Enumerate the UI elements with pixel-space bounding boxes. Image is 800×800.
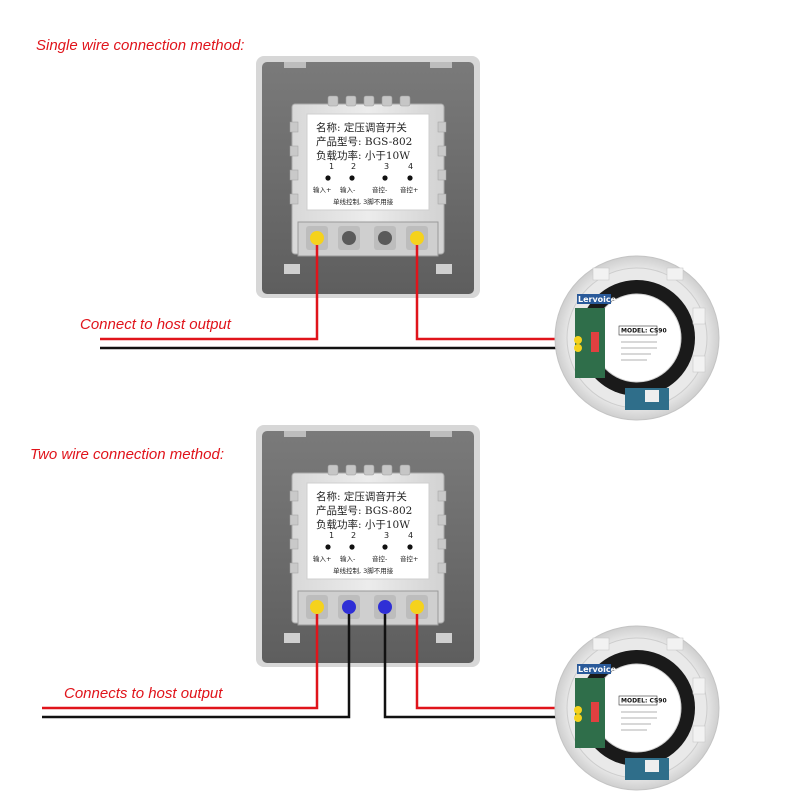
pin-label: 音控- — [372, 554, 388, 563]
red-wire-output — [415, 245, 578, 341]
red-wire-output — [415, 614, 578, 710]
terminal-2 — [342, 600, 356, 614]
speaker-brand: Lervoice — [578, 295, 617, 304]
pin-label: 音控+ — [400, 185, 418, 194]
terminal-3 — [378, 231, 392, 245]
terminals — [306, 595, 428, 619]
label-power-line: 负载功率: 小于10W — [316, 518, 410, 531]
ceiling-speaker-2: MODEL: CS90 Lervoice — [554, 625, 720, 791]
section-1-wires — [100, 245, 578, 350]
pin-number: 3 — [384, 162, 389, 171]
black-wire-output — [383, 614, 578, 719]
speaker-terminal — [574, 714, 582, 722]
pin-label: 输入- — [340, 554, 356, 563]
terminal-1 — [310, 231, 324, 245]
label-model-line: 产品型号: BGS-802 — [316, 504, 412, 517]
pin-label: 音控- — [372, 185, 388, 194]
label-note: 单线控制, 3脚不用接 — [333, 566, 394, 575]
pin-number: 1 — [329, 162, 334, 171]
switch-label — [306, 113, 430, 211]
speaker-cone-label — [592, 663, 682, 753]
volume-switch-2: 名称: 定压调音开关 产品型号: BGS-802 负载功率: 小于10W 1 2… — [256, 425, 480, 667]
label-power-line: 负载功率: 小于10W — [316, 149, 410, 162]
pin-number: 4 — [408, 531, 413, 540]
pin-number: 2 — [351, 531, 356, 540]
pin-number: 3 — [384, 531, 389, 540]
section-2-title: Two wire connection method: — [30, 446, 224, 463]
section-1-title: Single wire connection method: — [36, 37, 245, 54]
pin-label: 音控+ — [400, 554, 418, 563]
speaker-terminal — [574, 336, 582, 344]
terminal-4 — [410, 231, 424, 245]
label-name-line: 名称: 定压调音开关 — [316, 121, 407, 134]
terminal-1 — [310, 600, 324, 614]
black-wire-input — [42, 614, 351, 719]
label-note: 单线控制, 3脚不用接 — [333, 197, 394, 206]
terminal-2 — [342, 231, 356, 245]
section-2-output-label: Connects to host output — [64, 685, 223, 702]
volume-switch-1: 名称: 定压调音开关 产品型号: BGS-802 负载功率: 小于10W 1 2… — [256, 56, 480, 298]
pin-label: 输入+ — [313, 554, 331, 563]
switch-label — [306, 482, 430, 580]
pin-number: 1 — [329, 531, 334, 540]
label-model-line: 产品型号: BGS-802 — [316, 135, 412, 148]
pin-label: 输入- — [340, 185, 356, 194]
pin-label: 输入+ — [313, 185, 331, 194]
pin-number: 2 — [351, 162, 356, 171]
speaker-cone-label — [592, 293, 682, 383]
brand-badge — [577, 664, 611, 674]
speaker-terminal — [574, 344, 582, 352]
red-wire-input — [42, 614, 319, 710]
brand-badge — [577, 294, 611, 304]
label-name-line: 名称: 定压调音开关 — [316, 490, 407, 503]
speaker-model: MODEL: CS90 — [621, 328, 667, 335]
terminals — [306, 226, 428, 250]
pin-number: 4 — [408, 162, 413, 171]
speaker-brand: Lervoice — [578, 665, 617, 674]
terminal-4 — [410, 600, 424, 614]
section-1-output-label: Connect to host output — [80, 316, 231, 333]
speaker-model: MODEL: CS90 — [621, 698, 667, 705]
ceiling-speaker-1: MODEL: CS90 Lervoice — [554, 255, 720, 421]
terminal-3 — [378, 600, 392, 614]
speaker-terminal — [574, 706, 582, 714]
section-2-wires — [42, 614, 578, 719]
red-wire-input — [100, 245, 319, 341]
